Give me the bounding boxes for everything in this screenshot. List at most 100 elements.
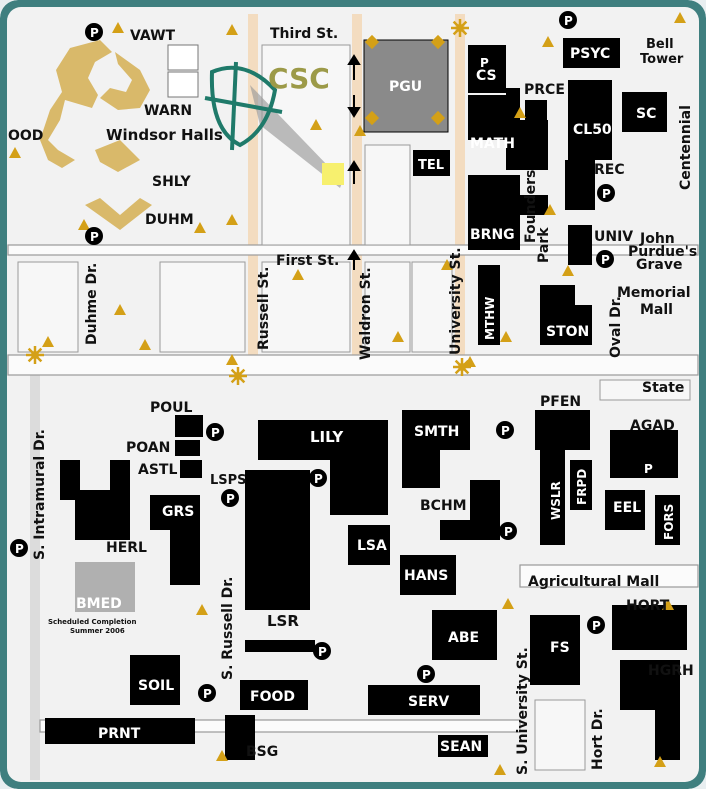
prnt-label: PRNT (98, 726, 141, 742)
lsr-strip (245, 640, 315, 652)
landmark-triangle-icon (42, 336, 54, 347)
duhme-drive-label: Duhme Dr. (84, 263, 100, 345)
landmark-triangle-icon (562, 265, 574, 276)
parking-icon[interactable]: P (596, 250, 614, 268)
cl50-label: CL50 (573, 122, 612, 138)
hort-label: HORT (626, 598, 670, 614)
fors-building (655, 495, 680, 545)
buildings-south[interactable] (45, 410, 687, 760)
parking-icon[interactable]: P (85, 23, 103, 41)
fors-label: FORS (662, 504, 676, 540)
svg-text:P: P (314, 472, 323, 486)
street-labels: Third St. First St. Russell St. Waldron … (32, 26, 697, 775)
svg-text:P: P (644, 462, 653, 476)
pgu-building[interactable] (363, 34, 449, 133)
cl50-building (568, 80, 612, 160)
landmark-triangle-icon (112, 22, 124, 33)
abe-building (432, 610, 497, 660)
sc-building (622, 92, 667, 132)
hans-label: HANS (404, 568, 448, 584)
wslr-label: WSLR (549, 481, 563, 520)
parking-icon[interactable]: P (496, 421, 514, 439)
svg-text:P: P (203, 687, 212, 701)
bmed-note-1: Scheduled Completion (48, 618, 136, 626)
parking-icon[interactable]: P (198, 684, 216, 702)
bmed-label: BMED (76, 596, 122, 612)
rec-building (565, 160, 595, 210)
median-strips (30, 14, 465, 780)
parking-icon[interactable]: P (639, 459, 657, 477)
pgu-label: PGU (389, 79, 422, 95)
bsg-building (225, 715, 255, 760)
csc-logo (204, 61, 344, 188)
serv-label: SERV (408, 694, 449, 710)
lsps-label: LSPS (210, 473, 247, 488)
svg-text:P: P (504, 525, 513, 539)
herl-building (60, 460, 130, 540)
parking-icon[interactable]: P (597, 184, 615, 202)
parking-icon[interactable]: P (85, 227, 103, 245)
serv-building (368, 685, 480, 715)
food-building (240, 680, 308, 710)
sc-label: SC (636, 106, 656, 122)
s-intramural-label: S. Intramural Dr. (32, 429, 48, 560)
landmark-triangle-icon (674, 12, 686, 23)
math-building (468, 88, 548, 170)
svg-text:P: P (90, 26, 99, 40)
ston-building (540, 285, 592, 345)
buildings-north[interactable] (413, 38, 667, 345)
lily-annex (330, 455, 388, 515)
parking-icon[interactable]: P (221, 489, 239, 507)
parking-icon[interactable]: P (499, 522, 517, 540)
bell-tower-label-1: Bell (646, 37, 674, 52)
wslr-building (540, 450, 565, 545)
mthw-building (478, 265, 500, 345)
svg-text:P: P (211, 426, 220, 440)
lily-label: LILY (310, 428, 344, 446)
starburst-icon (453, 358, 471, 376)
csc-logo-text: CSC (268, 62, 330, 95)
memorial-mall-label-1: Memorial (617, 285, 691, 301)
purdue-grave-label-3: Grave (636, 257, 682, 273)
centennial-label: Centennial (678, 105, 694, 190)
parking-icon[interactable]: P (587, 616, 605, 634)
grs-label: GRS (162, 504, 194, 520)
parking-icon[interactable]: P (417, 665, 435, 683)
tel-label: TEL (418, 158, 444, 173)
purdue-grave-label-2: Purdue's (628, 244, 697, 260)
s-russell-label: S. Russell Dr. (220, 576, 236, 680)
first-street-label: First St. (276, 253, 339, 269)
pfen-label: PFEN (540, 394, 581, 410)
poul-building (175, 415, 203, 437)
fs-building (530, 615, 580, 685)
landmark-triangle-icon (196, 604, 208, 615)
bchm-label: BCHM (420, 498, 467, 514)
s-university-label: S. University St. (515, 647, 531, 775)
hgrh-building (620, 660, 680, 760)
landmark-triangle-icon (654, 756, 666, 767)
agad-label: AGAD (630, 418, 675, 434)
bsg-label: BSG (246, 744, 278, 760)
residence-labels: VAWT WARN Windsor Halls SHLY DUHM OOD (8, 28, 223, 228)
ston-label: STON (546, 324, 589, 340)
parking-icon[interactable]: P (10, 539, 28, 557)
parking-icon[interactable]: P (559, 11, 577, 29)
landmark-triangle-icon (464, 356, 476, 367)
landmark-triangle-icon (544, 204, 556, 215)
svg-text:P: P (90, 230, 99, 244)
memorial-mall-label-2: Mall (640, 302, 673, 318)
sean-label: SEAN (440, 739, 482, 755)
landmark-triangle-icon (310, 119, 322, 130)
svg-text:P: P (564, 14, 573, 28)
psyc-building (563, 38, 620, 68)
parking-icon[interactable]: P (309, 469, 327, 487)
parking-icon[interactable]: P (313, 642, 331, 660)
oval-drive-label: Oval Dr. (608, 296, 624, 358)
sean-building (438, 735, 488, 757)
parking-icon[interactable]: P (475, 53, 493, 71)
parking-icon[interactable]: P (206, 423, 224, 441)
landmarks (9, 12, 686, 775)
csc-highlight-marker (322, 163, 344, 185)
smth-label: SMTH (414, 424, 459, 440)
waldron-street-label: Waldron St. (358, 267, 374, 360)
